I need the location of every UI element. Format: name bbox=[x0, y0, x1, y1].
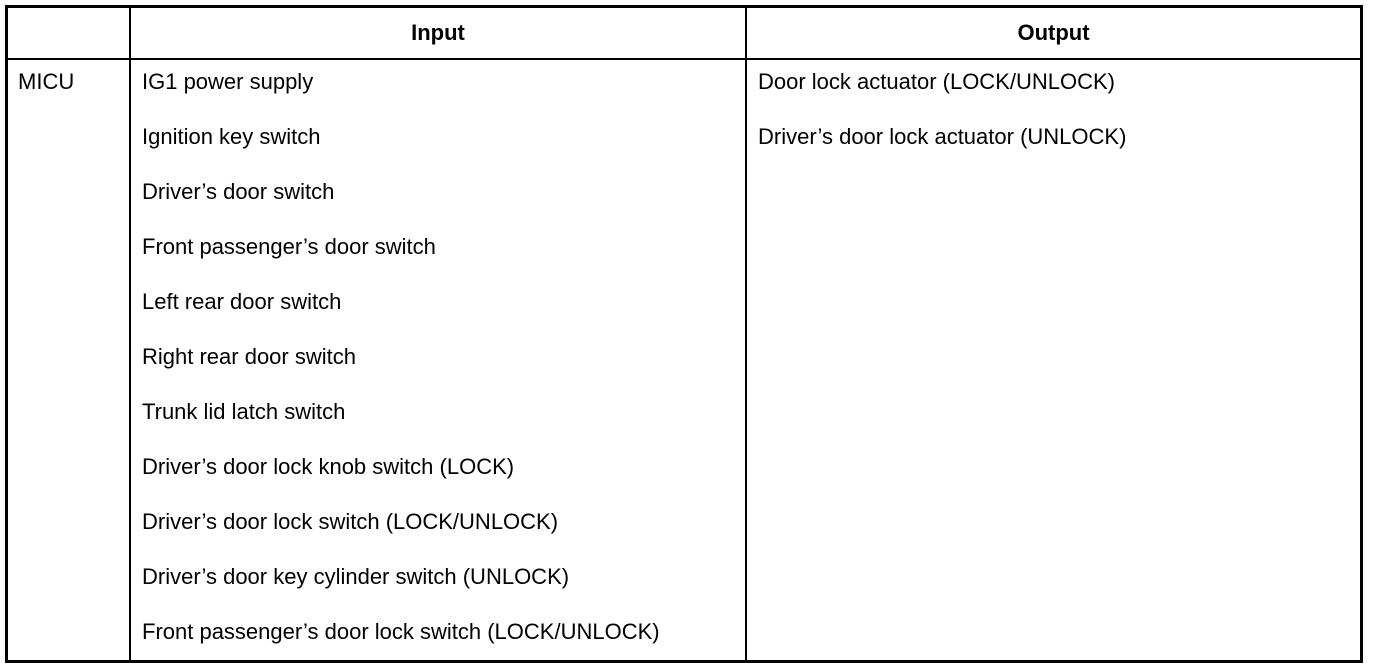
unit-label: MICU bbox=[18, 69, 75, 94]
output-item: Driver’s door lock actuator (UNLOCK) bbox=[758, 124, 1127, 149]
input-item: Trunk lid latch switch bbox=[142, 399, 346, 424]
io-table: Input Output MICU IG1 power supply Ignit… bbox=[5, 5, 1363, 663]
input-item: Driver’s door lock knob switch (LOCK) bbox=[142, 454, 515, 479]
table-header-row: Input Output bbox=[8, 8, 1360, 60]
header-cell-blank bbox=[8, 8, 129, 58]
input-item: Driver’s door switch bbox=[142, 179, 335, 204]
input-item: IG1 power supply bbox=[142, 69, 314, 94]
column-divider-2 bbox=[745, 8, 747, 660]
input-item: Driver’s door lock switch (LOCK/UNLOCK) bbox=[142, 509, 559, 534]
output-item: Door lock actuator (LOCK/UNLOCK) bbox=[758, 69, 1115, 94]
input-item: Left rear door switch bbox=[142, 289, 342, 314]
input-item: Right rear door switch bbox=[142, 344, 356, 369]
input-list: IG1 power supply Ignition key switch Dri… bbox=[142, 60, 660, 665]
input-item: Ignition key switch bbox=[142, 124, 321, 149]
input-item: Front passenger’s door lock switch (LOCK… bbox=[142, 619, 660, 644]
unit-cell: MICU bbox=[18, 60, 74, 115]
column-divider-1 bbox=[129, 8, 131, 660]
header-cell-output: Output bbox=[1017, 20, 1090, 45]
input-item: Front passenger’s door switch bbox=[142, 234, 436, 259]
header-cell-input: Input bbox=[411, 20, 465, 45]
input-item: Driver’s door key cylinder switch (UNLOC… bbox=[142, 564, 570, 589]
output-list: Door lock actuator (LOCK/UNLOCK) Driver’… bbox=[758, 60, 1126, 170]
